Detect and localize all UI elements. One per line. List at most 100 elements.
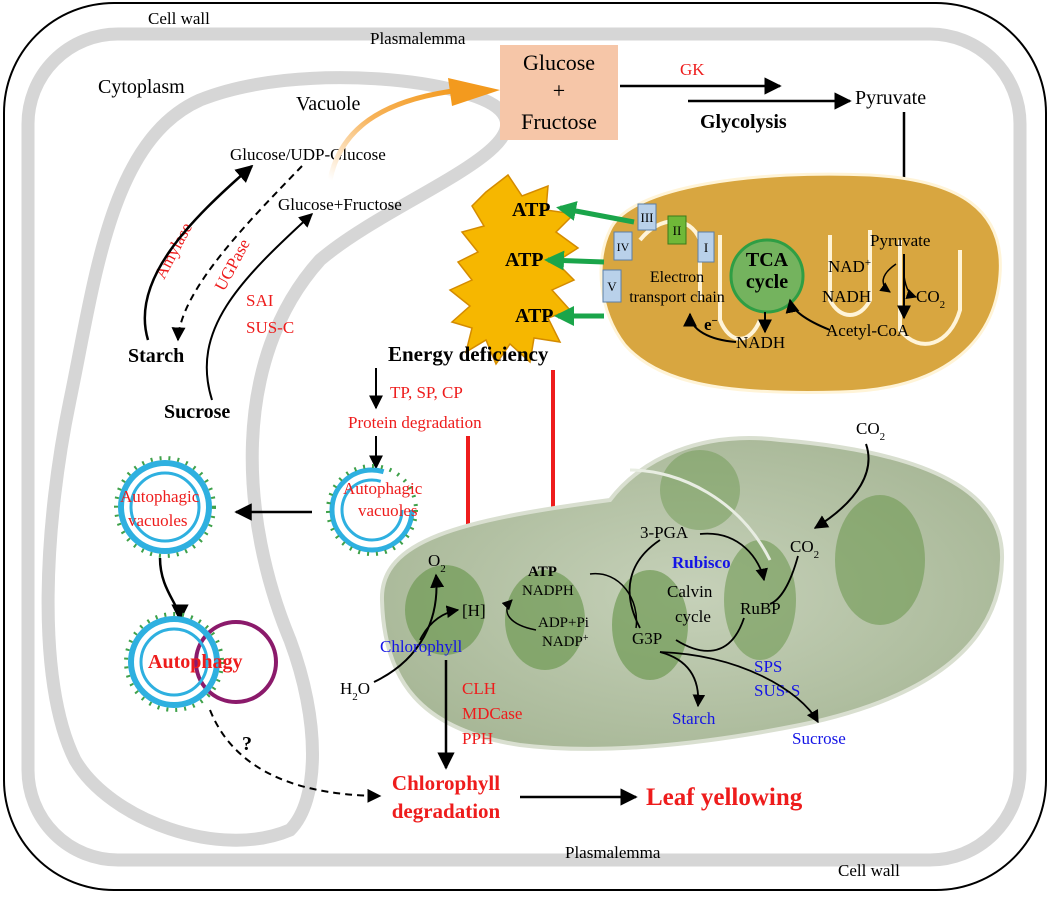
tca-label-2: cycle xyxy=(746,271,788,293)
proteases-label: TP, SP, CP xyxy=(390,383,463,402)
water-split-arrow xyxy=(373,573,445,683)
h-label: [H] xyxy=(462,601,486,620)
nadh-bottom-label: NADH xyxy=(736,333,785,352)
small-vacuole-label-1: Autophagic xyxy=(343,479,423,498)
cell-wall-top-label: Cell wall xyxy=(148,9,210,28)
atp-arrow-2 xyxy=(544,250,605,271)
complex-v-label: V xyxy=(607,279,617,294)
pph-label: PPH xyxy=(462,729,493,748)
complex-iv xyxy=(613,231,633,261)
vacuole-membrane xyxy=(41,71,514,847)
vacuole-label: Vacuole xyxy=(296,93,361,115)
fructose-label: Fructose xyxy=(521,109,597,134)
ugpase-arrow xyxy=(171,165,303,342)
o2-label: O2 xyxy=(428,551,446,575)
acetyl-to-tca-arrow xyxy=(785,298,831,331)
tca-label-1: TCA xyxy=(746,249,789,271)
orange-arrowhead xyxy=(448,78,500,106)
starch-chl-label: Starch xyxy=(672,709,716,728)
atp-3-label: ATP xyxy=(515,305,554,327)
glucose-fructose-vac-label: Glucose+Fructose xyxy=(278,195,402,214)
chlorophyll-degradation-label-1: Chlorophyll xyxy=(392,771,500,795)
to-autophagy-arrow xyxy=(158,557,189,622)
nadh-mito-label: NADH xyxy=(822,287,871,306)
h2o-label: H2O xyxy=(340,679,370,703)
question-label: ? xyxy=(242,733,252,755)
gk-label: GK xyxy=(680,60,705,79)
ugpase-label: UGPase xyxy=(211,236,254,294)
plasmalemma xyxy=(21,27,1027,867)
sus-c-label: SUS-C xyxy=(246,318,294,337)
co2-in-arrow xyxy=(813,443,870,529)
nad-label: NAD+ xyxy=(828,257,871,276)
sai-arrow xyxy=(205,213,314,401)
mito-pyruvate-label: Pyruvate xyxy=(870,231,930,250)
nadph-label: NADPH xyxy=(522,583,574,599)
etc-label-1: Electron xyxy=(650,269,704,286)
adp-pi-label: ADP+Pi xyxy=(538,615,589,631)
complex-iii-label: III xyxy=(641,210,654,225)
cytoplasm-label: Cytoplasm xyxy=(98,76,185,98)
large-vacuole-label-1: Autophagic xyxy=(120,487,200,506)
large-vacuole-label-2: vacuoles xyxy=(128,511,187,530)
glucose-fructose-box xyxy=(500,45,618,140)
complex-iv-label: IV xyxy=(617,240,630,254)
chloroplast xyxy=(379,436,1005,751)
g3p-to-starch-arrow xyxy=(659,651,706,708)
autophagy-label: Autophagy xyxy=(148,651,242,673)
cell-wall xyxy=(3,2,1047,891)
g3p-label: G3P xyxy=(632,629,662,648)
calvin-label-1: Calvin xyxy=(667,582,713,601)
complex-ii-label: II xyxy=(673,223,682,238)
sucrose-chl-label: Sucrose xyxy=(792,729,846,748)
chlorophyll-degradation-label-2: degradation xyxy=(392,799,501,823)
light-reaction-arrows xyxy=(507,573,638,631)
protein-degradation-label: Protein degradation xyxy=(348,413,482,432)
co2-mid-label: CO2 xyxy=(790,537,819,561)
atp-1-label: ATP xyxy=(512,199,551,221)
autophagy-to-degradation-arrow xyxy=(209,709,382,803)
sus-s-label: SUS-S xyxy=(754,681,800,700)
small-vacuole-label-2: vacuoles xyxy=(358,501,417,520)
atp-arrow-1 xyxy=(556,201,635,225)
sucrose-vac-label: Sucrose xyxy=(164,401,230,423)
calvin-cycle-arrows xyxy=(628,532,799,652)
tca-cycle xyxy=(729,238,805,314)
calvin-label-2: cycle xyxy=(675,607,711,626)
complex-iii xyxy=(637,203,657,231)
large-autophagic-vacuole xyxy=(114,456,216,558)
chlorophyll-label: Chlorophyll xyxy=(380,637,462,656)
co2-release-arrow xyxy=(903,275,917,299)
electron-label: e− xyxy=(704,315,718,334)
atp-2-label: ATP xyxy=(505,249,544,271)
mdcase-label: MDCase xyxy=(462,704,522,723)
plasmalemma-top-label: Plasmalemma xyxy=(370,29,466,48)
nad-nadh-arrow xyxy=(879,263,897,293)
small-autophagic-vacuole xyxy=(326,464,418,556)
sai-label: SAI xyxy=(246,291,274,310)
sps-label: SPS xyxy=(754,657,782,676)
co2-mito-label: CO2 xyxy=(916,287,945,311)
nadh-to-etc-arrow xyxy=(683,312,737,343)
plasmalemma-bottom-label: Plasmalemma xyxy=(565,843,661,862)
complex-ii xyxy=(667,215,687,245)
complex-i xyxy=(697,231,715,263)
rubisco-label: Rubisco xyxy=(672,553,731,572)
glycolysis-label: Glycolysis xyxy=(700,111,787,133)
orange-export-arrow xyxy=(327,87,461,181)
nadp-label: NADP+ xyxy=(542,633,589,651)
glucose-udp-label: Glucose/UDP-Glucose xyxy=(230,145,386,164)
glucose-label: Glucose xyxy=(523,50,595,75)
complex-v xyxy=(602,269,622,303)
g3p-to-sucrose-arrow xyxy=(659,651,819,724)
pyruvate-label: Pyruvate xyxy=(855,87,926,109)
cell-wall-bottom-label: Cell wall xyxy=(838,861,900,880)
autophagy-structure xyxy=(124,612,278,712)
starch-vac-label: Starch xyxy=(128,345,184,367)
atp-chl-label: ATP xyxy=(528,564,557,580)
etc-label-2: transport chain xyxy=(629,289,725,306)
co2-top-label: CO2 xyxy=(856,419,885,443)
water-to-h-arrow xyxy=(419,605,460,641)
